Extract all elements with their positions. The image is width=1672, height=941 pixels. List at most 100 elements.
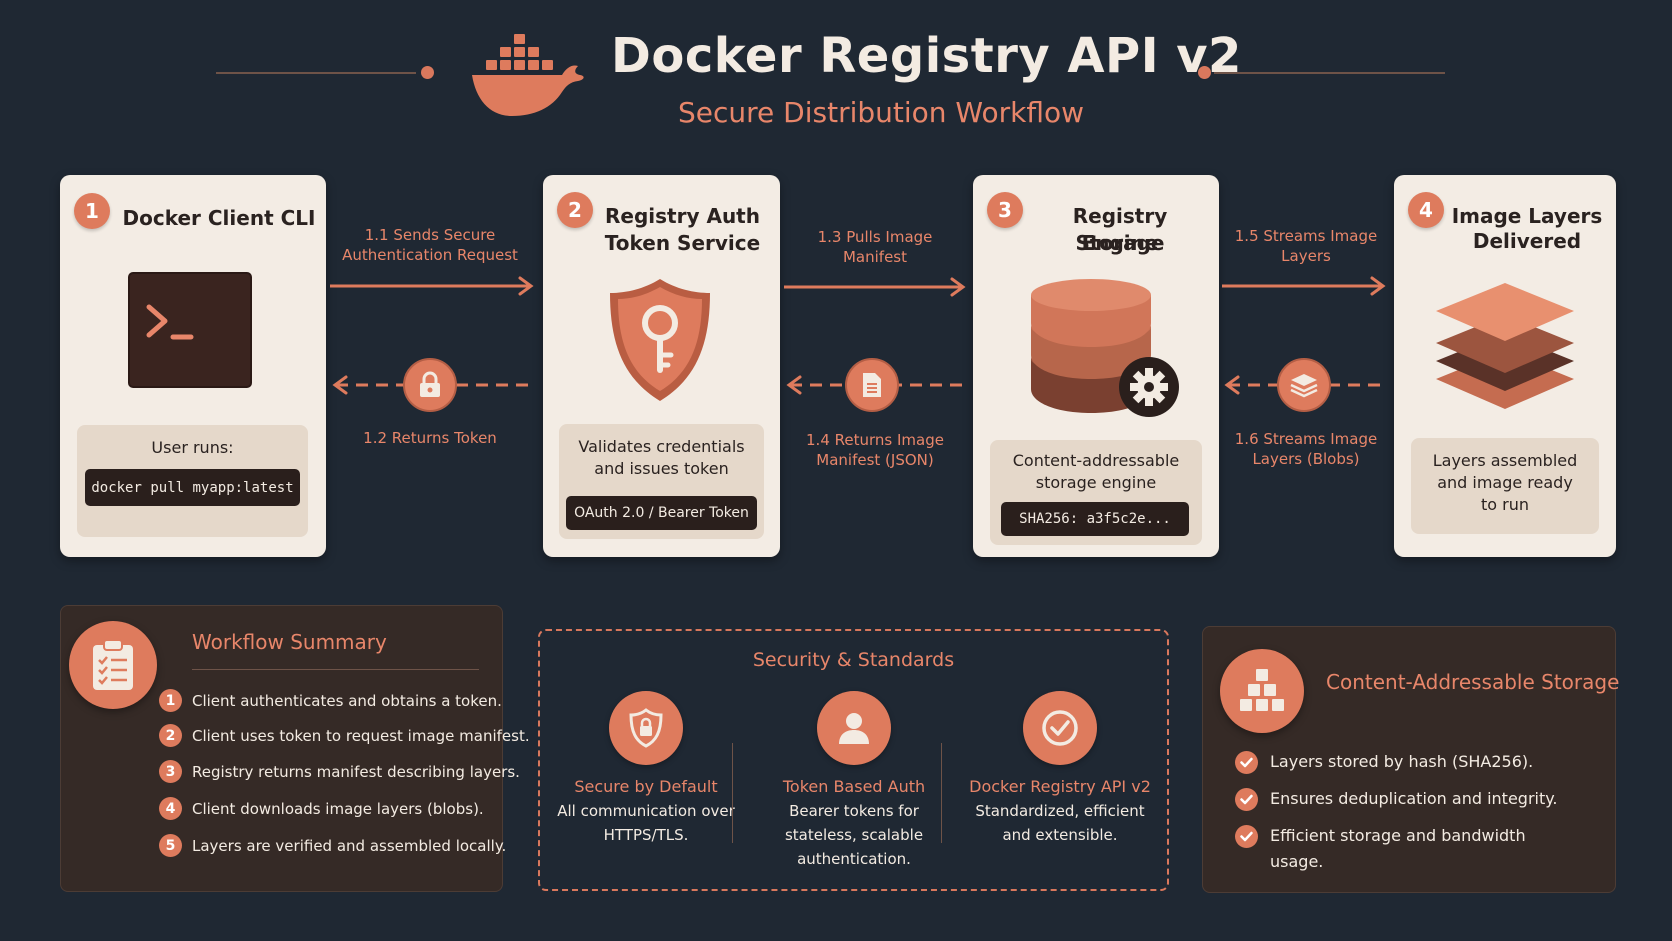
summary-item: 1 Client authenticates and obtains a tok… <box>159 689 502 712</box>
summary-item-number: 4 <box>159 797 182 820</box>
cas-item: Layers stored by hash (SHA256). <box>1235 749 1533 775</box>
panel-text-line2: and image ready <box>1437 473 1573 492</box>
cas-item-text-line1: Efficient storage and bandwidth <box>1270 826 1526 845</box>
clipboard-checklist-icon <box>69 621 157 709</box>
header-dot-left <box>421 66 434 79</box>
label-line: Layers <box>1281 247 1331 265</box>
check-icon <box>1235 788 1258 811</box>
step-badge-4: 4 <box>1408 192 1444 228</box>
standard-text-line2: and extensible. <box>1002 826 1118 844</box>
connector-label-return: 1.4 Returns Image Manifest (JSON) <box>775 430 975 470</box>
forward-arrow <box>330 276 534 296</box>
summary-item-text: Client authenticates and obtains a token… <box>192 691 502 710</box>
document-icon <box>845 358 899 412</box>
panel-text-line1: Layers assembled <box>1432 451 1578 470</box>
step-badge-3: 3 <box>987 192 1023 228</box>
layers-icon <box>1436 283 1574 409</box>
standard-text-line1: Bearer tokens for <box>789 802 919 820</box>
auth-method-badge: OAuth 2.0 / Bearer Token <box>566 496 757 530</box>
standard-heading: Token Based Auth <box>782 777 926 796</box>
connector-label-forward: 1.5 Streams Image Layers <box>1206 226 1406 266</box>
step-title: Docker Client CLI <box>122 206 316 230</box>
command-code: docker pull myapp:latest <box>85 469 300 506</box>
check-icon <box>1235 751 1258 774</box>
summary-item-number: 1 <box>159 689 182 712</box>
connector-label-return: 1.2 Returns Token <box>363 429 497 447</box>
terminal-icon <box>128 272 252 388</box>
step-title-line1: Registry Auth <box>605 204 760 228</box>
divider <box>732 743 733 843</box>
panel-text-line3: to run <box>1480 495 1529 514</box>
panel-text: User runs: <box>151 438 234 457</box>
cas-item-text: Ensures deduplication and integrity. <box>1270 789 1558 808</box>
label-line: 1.6 Streams Image <box>1234 430 1378 448</box>
standard-text-line1: Standardized, efficient <box>975 802 1145 820</box>
standard-text-line3: authentication. <box>797 850 911 868</box>
security-standards-panel: Security & Standards Secure by Default A… <box>538 629 1169 891</box>
standard-text-line1: All communication over <box>557 802 735 820</box>
cas-item: Ensures deduplication and integrity. <box>1235 786 1558 812</box>
connector-label-forward: 1.3 Pulls Image Manifest <box>775 227 975 267</box>
summary-item-number: 2 <box>159 724 182 747</box>
header-dot-right <box>1198 66 1211 79</box>
step-panel: Validates credentials and issues token O… <box>559 424 764 539</box>
shield-lock-icon <box>609 691 683 765</box>
database-gear-icon <box>1031 279 1179 417</box>
step-title-line2: Token Service <box>604 231 761 255</box>
docker-whale-icon <box>472 34 584 116</box>
connector-label-return: 1.6 Streams Image Layers (Blobs) <box>1206 429 1406 469</box>
step-panel: Layers assembled and image ready to run <box>1411 438 1599 534</box>
summary-item: 5 Layers are verified and assembled loca… <box>159 834 506 857</box>
check-icon <box>1235 825 1258 848</box>
step-title-line2: Delivered <box>1472 229 1582 253</box>
summary-item-number: 5 <box>159 834 182 857</box>
step-badge-2: 2 <box>557 192 593 228</box>
summary-item-text: Client uses token to request image manif… <box>192 726 530 745</box>
lock-icon <box>403 358 457 412</box>
stack-icon <box>1277 358 1331 412</box>
user-icon <box>817 691 891 765</box>
forward-arrow <box>1222 276 1386 296</box>
summary-title-rule <box>192 669 479 670</box>
label-line: 1.4 Returns Image <box>806 431 944 449</box>
standard-heading: Secure by Default <box>574 777 718 796</box>
header-line-left <box>216 72 416 74</box>
label-line: Manifest <box>842 248 907 266</box>
summary-item: 3 Registry returns manifest describing l… <box>159 760 520 783</box>
cas-item-text: Efficient storage and bandwidth usage. <box>1270 823 1526 875</box>
standard-heading: Docker Registry API v2 <box>969 777 1151 796</box>
label-line: Authentication Request <box>342 246 518 264</box>
forward-arrow <box>784 277 966 297</box>
cubes-icon <box>1220 649 1304 733</box>
summary-item-text: Client downloads image layers (blobs). <box>192 799 484 818</box>
cas-item: Efficient storage and bandwidth usage. <box>1235 823 1526 875</box>
header-line-right <box>1214 72 1445 74</box>
label-line: Manifest (JSON) <box>816 451 934 469</box>
page-title: Docker Registry API v2 <box>611 28 1242 84</box>
security-col-secure: Secure by Default All communication over… <box>546 691 746 847</box>
content-addressable-storage-panel: Content-Addressable Storage Layers store… <box>1202 626 1619 893</box>
divider <box>941 743 942 843</box>
security-col-token: Token Based Auth Bearer tokens for state… <box>754 691 954 871</box>
summary-title: Workflow Summary <box>192 630 387 654</box>
cas-item-text-line2: usage. <box>1270 852 1324 871</box>
step-panel: Content-addressable storage engine SHA25… <box>990 440 1202 545</box>
step-title-line2: Engine <box>1081 231 1159 255</box>
step-card-storage-engine: 3 Registry Storage Engine Content-addr <box>973 175 1219 557</box>
label-line: 1.3 Pulls Image <box>817 228 933 246</box>
workflow-summary-panel: Workflow Summary 1 Client authenticates … <box>60 605 530 892</box>
label-line: 1.5 Streams Image <box>1234 227 1378 245</box>
hash-code: SHA256: a3f5c2e... <box>1001 502 1189 536</box>
label-line: 1.1 Sends Secure <box>364 226 496 244</box>
summary-item-text: Layers are verified and assembled locall… <box>192 836 507 855</box>
panel-text-line1: Validates credentials <box>578 437 745 456</box>
step-card-docker-client: 1 Docker Client CLI User runs: docker pu… <box>60 175 326 557</box>
security-title: Security & Standards <box>752 649 955 671</box>
step-badge-1: 1 <box>74 193 110 229</box>
shield-key-icon <box>610 279 710 401</box>
standard-text-line2: HTTPS/TLS. <box>603 826 689 844</box>
label-line: Layers (Blobs) <box>1252 450 1360 468</box>
connector-label-forward: 1.1 Sends Secure Authentication Request <box>330 225 530 265</box>
step-panel: User runs: docker pull myapp:latest <box>77 425 308 537</box>
summary-item-number: 3 <box>159 760 182 783</box>
